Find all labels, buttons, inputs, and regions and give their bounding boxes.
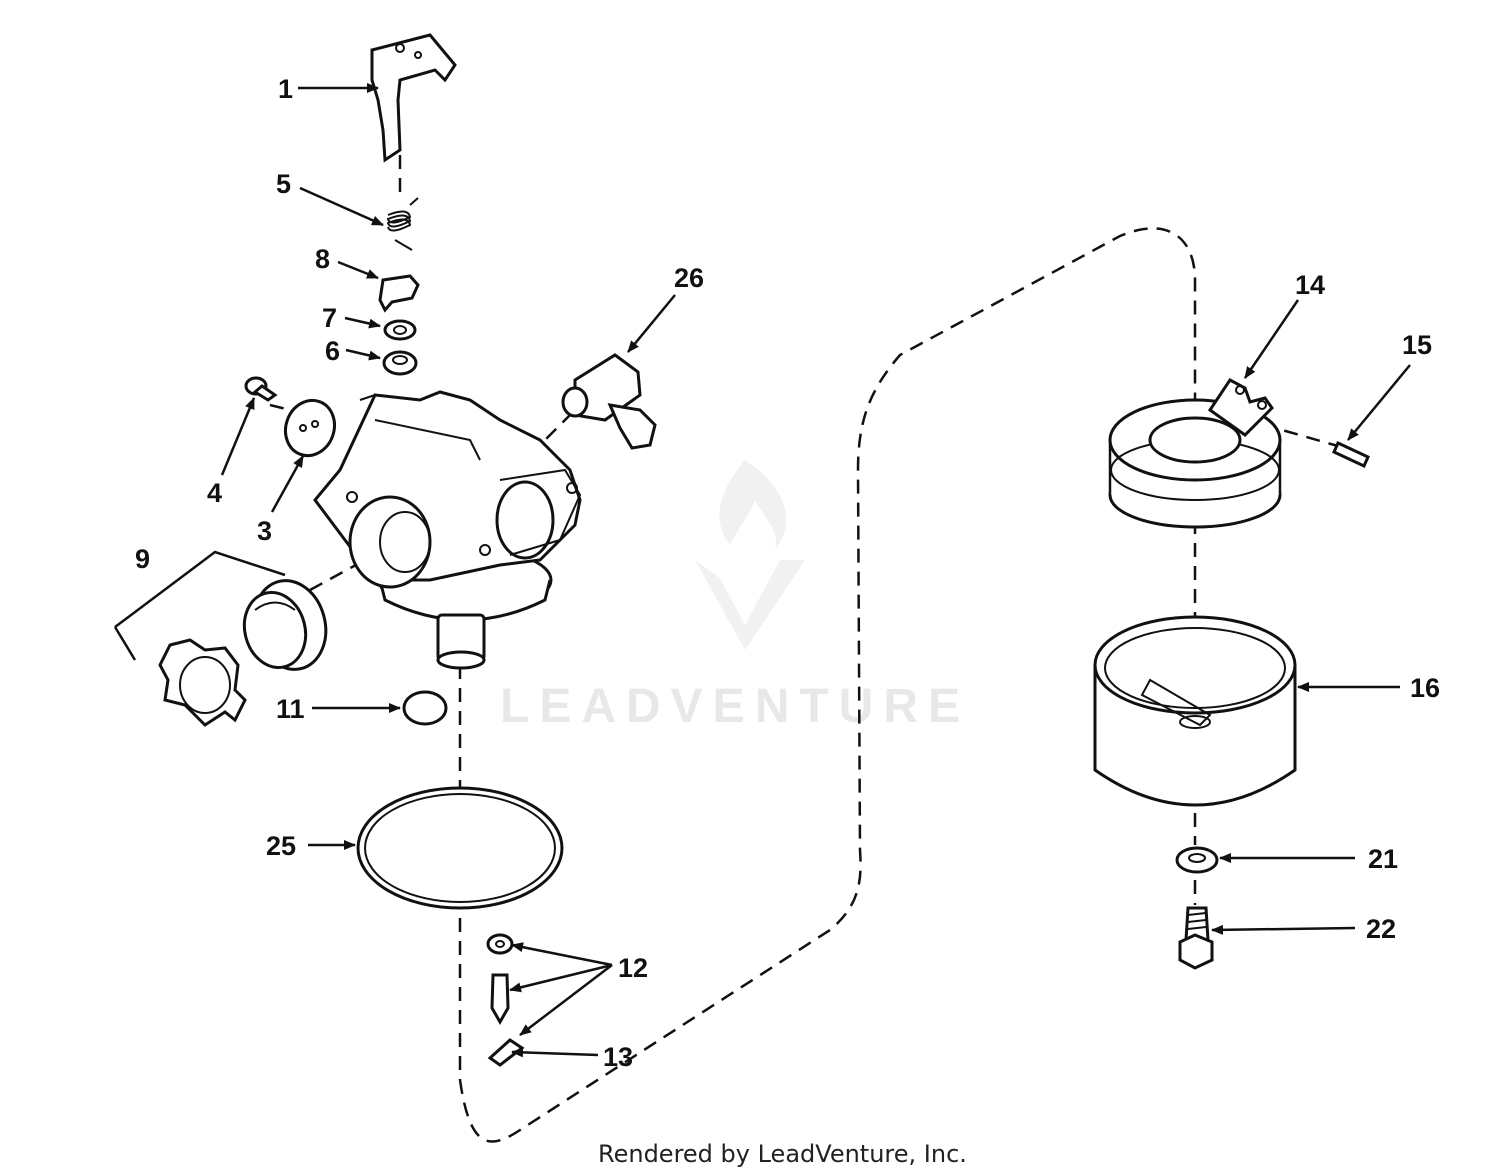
part-bowl-washer xyxy=(1175,846,1219,874)
callout-12: 12 xyxy=(618,953,648,983)
callout-26: 26 xyxy=(674,263,704,293)
part-float-bowl xyxy=(1093,615,1297,807)
callout-1: 1 xyxy=(278,74,293,104)
part-welch-plug xyxy=(402,690,448,726)
callout-8: 8 xyxy=(315,244,330,274)
callout-3: 3 xyxy=(257,516,272,546)
part-float xyxy=(1108,378,1282,529)
part-screw-4 xyxy=(244,376,278,402)
leader-lines xyxy=(220,83,1411,1058)
part-throttle-plate xyxy=(283,398,337,458)
footer-credit: Rendered by LeadVenture, Inc. xyxy=(598,1140,967,1168)
part-lever xyxy=(378,274,420,313)
part-seal-7 xyxy=(383,319,417,341)
guide-7 xyxy=(1239,416,1346,450)
watermark-logo xyxy=(695,460,805,650)
part-fuel-fitting xyxy=(561,353,657,450)
callout-6: 6 xyxy=(325,336,340,366)
callout-4: 4 xyxy=(207,478,222,508)
callout-16: 16 xyxy=(1410,673,1440,703)
bracket-9 xyxy=(113,550,286,661)
part-inlet-needle xyxy=(486,933,514,1026)
part-spring xyxy=(386,197,419,251)
part-bowl-gasket xyxy=(356,786,564,910)
callout-11: 11 xyxy=(276,694,305,724)
part-throttle-shaft xyxy=(370,33,457,163)
callout-9: 9 xyxy=(135,544,150,574)
callout-22: 22 xyxy=(1366,914,1396,944)
callout-7: 7 xyxy=(322,303,337,333)
callout-14: 14 xyxy=(1295,270,1325,300)
callout-25: 25 xyxy=(266,831,296,861)
callout-13: 13 xyxy=(603,1042,633,1072)
callout-5: 5 xyxy=(276,169,291,199)
watermark-text: LEADVENTURE xyxy=(500,680,970,733)
part-primer-bulb xyxy=(158,579,328,727)
callout-21: 21 xyxy=(1368,844,1398,874)
assembly-guide-loop xyxy=(458,227,1197,1143)
part-carburetor-body xyxy=(313,390,582,670)
part-bowl-nut xyxy=(1178,906,1214,970)
part-float-pin xyxy=(1332,440,1370,469)
guide-10 xyxy=(269,403,291,412)
callout-15: 15 xyxy=(1402,330,1432,360)
